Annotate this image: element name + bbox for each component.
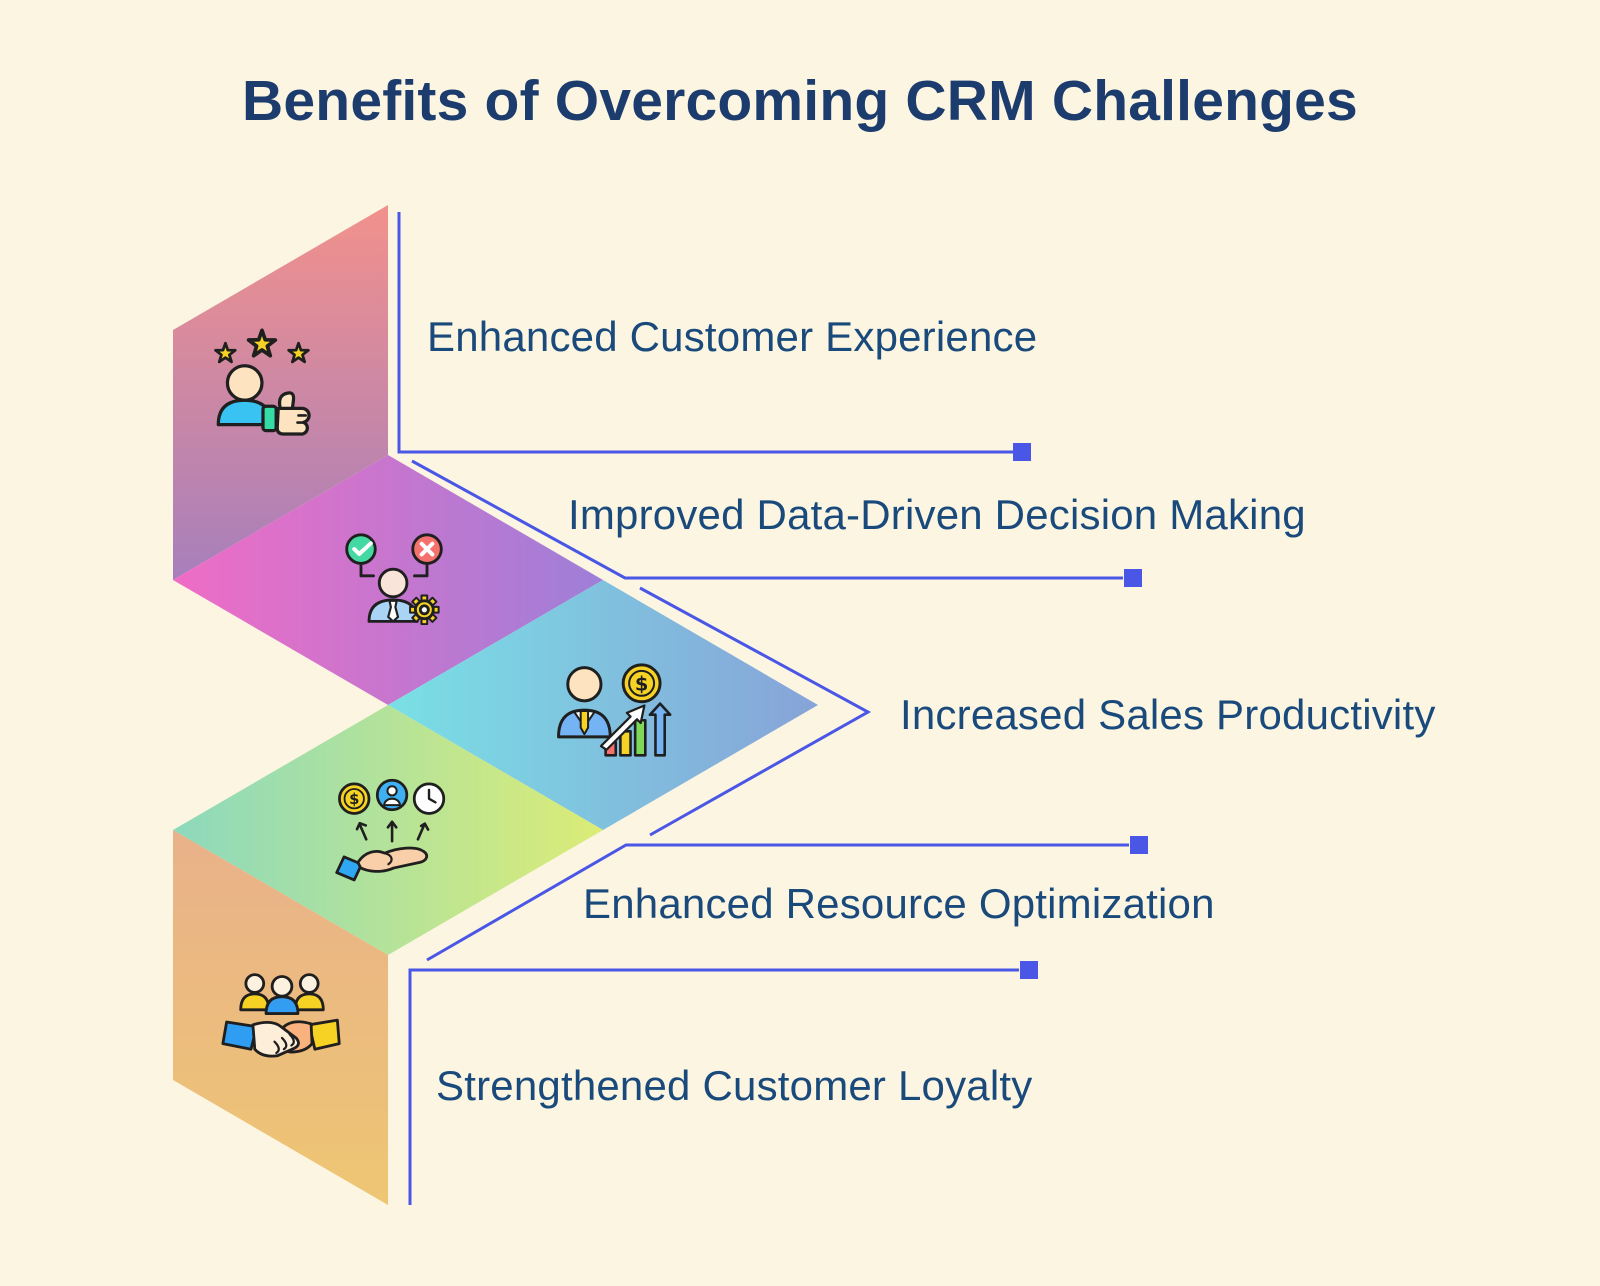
salesperson-coin-growth-chart-icon: $ xyxy=(553,652,673,770)
svg-text:$: $ xyxy=(635,673,648,696)
decision-check-cross-gear-icon xyxy=(336,525,452,641)
connector-endpoint-1 xyxy=(1013,443,1031,461)
benefit-label-5: Strengthened Customer Loyalty xyxy=(436,1062,1033,1110)
connector-line-1 xyxy=(397,212,1013,454)
hand-money-people-time-icon: $ xyxy=(333,772,453,890)
connector-line-4 xyxy=(426,843,1129,962)
connector-endpoint-2 xyxy=(1124,569,1142,587)
connector-line-3 xyxy=(639,586,872,837)
connector-line-5 xyxy=(408,968,1019,1205)
benefit-label-3: Increased Sales Productivity xyxy=(900,691,1436,739)
benefit-label-4: Enhanced Resource Optimization xyxy=(583,880,1215,928)
page-title: Benefits of Overcoming CRM Challenges xyxy=(242,69,1358,133)
benefit-label-1: Enhanced Customer Experience xyxy=(427,313,1038,361)
connector-line-2 xyxy=(411,459,1123,580)
handshake-team-icon xyxy=(221,962,343,1082)
customer-rating-thumbs-up-icon xyxy=(198,325,330,447)
svg-text:$: $ xyxy=(349,791,359,808)
connector-endpoint-4 xyxy=(1130,836,1148,854)
connector-endpoint-5 xyxy=(1020,961,1038,979)
benefit-label-2: Improved Data-Driven Decision Making xyxy=(568,491,1306,539)
